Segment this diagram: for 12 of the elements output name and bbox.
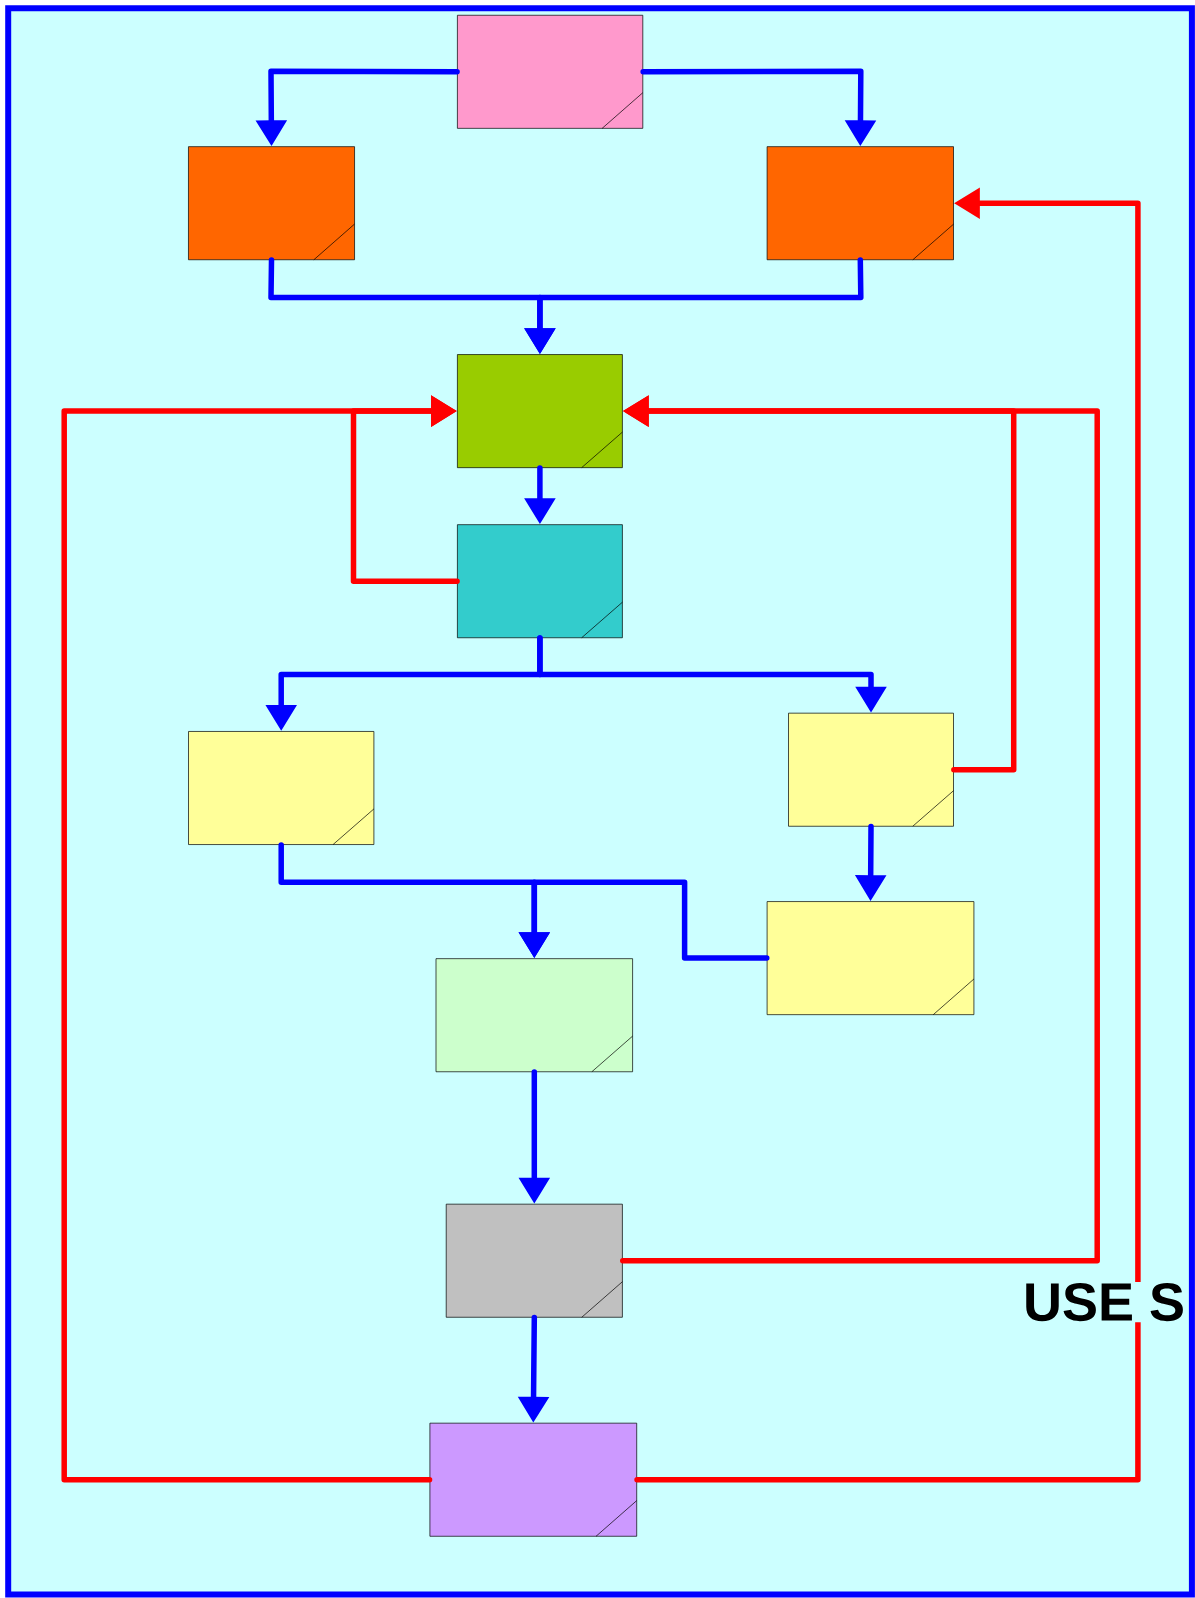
note-box (457, 354, 623, 468)
label-text: USE S (1022, 1281, 1187, 1323)
note-box (188, 731, 375, 845)
note-box (429, 1422, 638, 1537)
note-box (188, 146, 355, 261)
note-box (457, 14, 644, 129)
note-box (788, 712, 954, 827)
note-box (445, 1203, 623, 1318)
note-box (766, 146, 954, 261)
note-box (435, 958, 633, 1073)
note-box (457, 524, 623, 639)
note-box (766, 901, 975, 1016)
